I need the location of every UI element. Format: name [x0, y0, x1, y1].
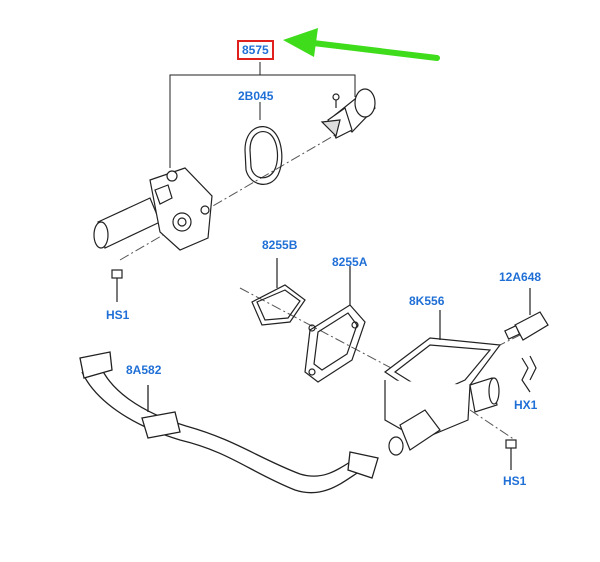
temp-sensor-12a648 — [504, 288, 549, 341]
hose-8a582 — [79, 351, 379, 494]
label-8k556[interactable]: 8K556 — [409, 294, 445, 308]
label-8575[interactable]: 8575 — [237, 40, 274, 60]
label-hs1-right[interactable]: HS1 — [503, 474, 527, 488]
thermostat — [320, 88, 376, 139]
gasket-8255a — [304, 266, 366, 383]
label-hx1[interactable]: HX1 — [514, 398, 538, 412]
green-arrow-icon — [283, 28, 440, 61]
label-8255a[interactable]: 8255A — [332, 255, 368, 269]
outlet-housing-8k556 — [383, 310, 502, 456]
label-8a582[interactable]: 8A582 — [126, 363, 162, 377]
label-12a648[interactable]: 12A648 — [499, 270, 542, 284]
thermostat-housing — [93, 167, 213, 251]
label-8255b[interactable]: 8255B — [262, 238, 298, 252]
label-hs1-left[interactable]: HS1 — [106, 308, 130, 322]
bolt-right — [505, 439, 517, 470]
leader-8575 — [169, 62, 356, 168]
gasket-8255b — [251, 258, 306, 326]
label-2b045[interactable]: 2B045 — [238, 89, 274, 103]
clip-hx1 — [521, 355, 537, 393]
gasket-2b045 — [244, 126, 283, 185]
bolt-left — [111, 269, 123, 302]
